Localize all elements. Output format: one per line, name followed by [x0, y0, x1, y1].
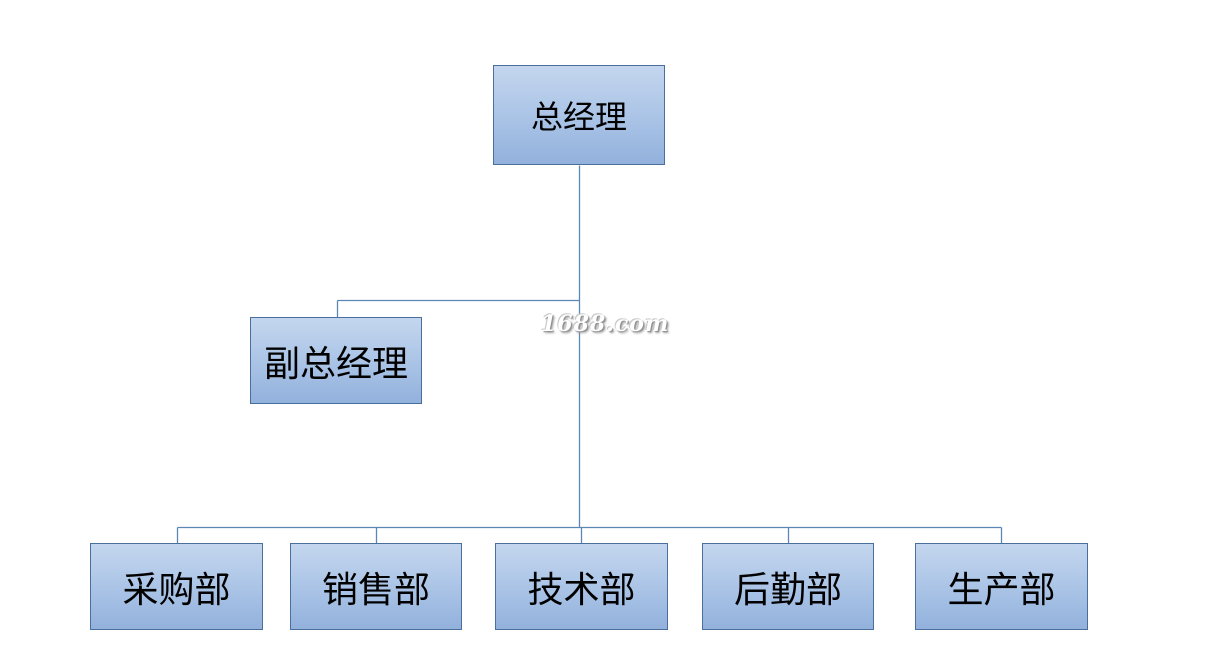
node-deputy-general-manager: 副总经理 [250, 317, 422, 404]
node-sales-dept-label: 销售部 [321, 569, 430, 611]
watermark-text: 1688.com [541, 311, 670, 337]
node-tech-dept: 技术部 [495, 543, 668, 630]
node-tech-dept-label: 技术部 [527, 569, 636, 611]
node-general-manager: 总经理 [493, 65, 665, 165]
node-purchasing-dept-label: 采购部 [122, 569, 231, 611]
node-logistics-dept-label: 后勤部 [733, 569, 842, 611]
node-production-dept: 生产部 [915, 543, 1088, 630]
node-logistics-dept: 后勤部 [702, 543, 874, 630]
node-sales-dept: 销售部 [290, 543, 462, 630]
node-general-manager-label: 总经理 [530, 98, 627, 136]
node-purchasing-dept: 采购部 [90, 543, 263, 630]
node-production-dept-label: 生产部 [947, 569, 1056, 611]
node-deputy-general-manager-label: 副总经理 [263, 343, 408, 385]
